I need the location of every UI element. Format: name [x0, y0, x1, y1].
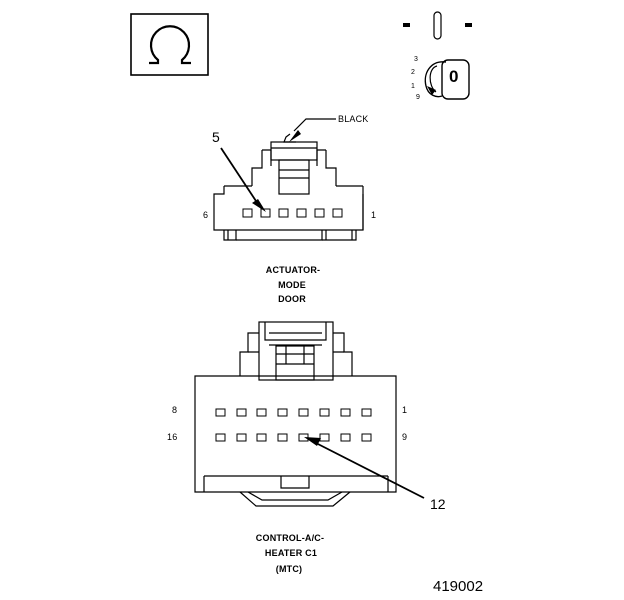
control-callout-number: 12 [430, 496, 446, 512]
actuator-name-line-1: ACTUATOR- [265, 265, 321, 275]
ignition-off-label: 0 [449, 67, 459, 86]
ignition-switch-icon [403, 11, 472, 100]
control-name-line-2: HEATER C1 [264, 548, 318, 558]
control-name-line-1: CONTROL-A/C- [255, 533, 325, 543]
control-pin-1-label: 1 [402, 405, 408, 415]
ignition-position-3: 3 [414, 56, 418, 63]
figure-id: 419002 [433, 578, 484, 595]
actuator-name-line-3: DOOR [278, 294, 306, 304]
actuator-pin-6-label: 6 [203, 210, 209, 220]
control-callout-arrow [304, 437, 425, 499]
ohmmeter-symbol-box [130, 13, 209, 76]
actuator-pin-1-label: 1 [371, 210, 377, 220]
ignition-position-1: 1 [411, 83, 415, 90]
control-pin-16-label: 16 [167, 432, 178, 442]
actuator-connector [213, 118, 364, 241]
actuator-callout-arrow [220, 147, 266, 212]
control-name-line-3: (MTC) [275, 564, 303, 574]
control-connector [194, 321, 397, 507]
control-pin-cavities [215, 408, 372, 442]
actuator-name-line-2: MODE [278, 280, 306, 290]
ignition-position-2: 2 [411, 69, 415, 76]
control-pin-8-label: 8 [172, 405, 178, 415]
actuator-pin-cavities [242, 208, 343, 218]
control-pin-9-label: 9 [402, 432, 408, 442]
connector-color-label: BLACK [338, 114, 369, 124]
omega-icon [149, 25, 191, 65]
ignition-position-9: 9 [416, 94, 420, 101]
actuator-callout-number: 5 [212, 129, 220, 145]
